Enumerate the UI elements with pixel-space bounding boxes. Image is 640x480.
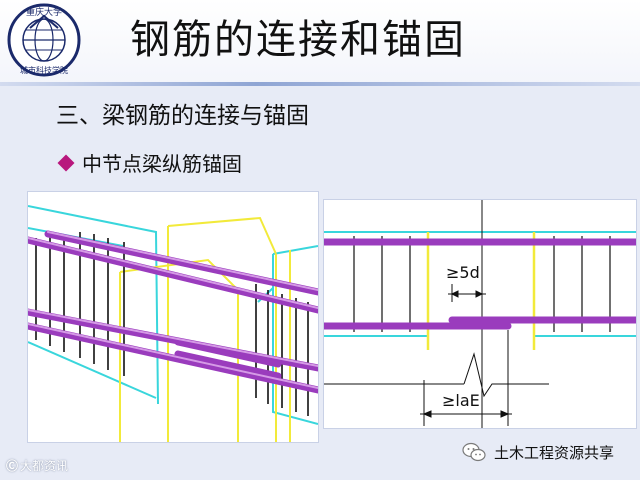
rebar-bars xyxy=(324,238,636,330)
wechat-icon xyxy=(462,442,486,462)
watermark-right-text: 土木工程资源共享 xyxy=(494,444,615,462)
logo-text-top: 重庆大学 xyxy=(26,6,62,18)
rebar-3d-drawing xyxy=(28,205,318,442)
watermark-right: 土木工程资源共享 xyxy=(462,440,638,466)
university-logo: 重庆大学 城市科技学院 xyxy=(7,3,81,77)
label-lae: ≥laE xyxy=(442,391,480,410)
anchorage-detail-drawing: ≥5d ≥laE xyxy=(324,200,636,428)
beam-outline-lines xyxy=(28,205,318,425)
dimension-5d xyxy=(448,284,486,302)
rebar-highlights xyxy=(28,231,318,389)
column-outline-lines xyxy=(426,232,536,350)
anchorage-detail-diagram: ≥5d ≥laE xyxy=(324,200,636,428)
watermark-left-text: 大都资讯 xyxy=(20,459,69,473)
bullet-text: 中节点梁纵筋锚固 xyxy=(82,152,242,176)
rebar-3d-diagram xyxy=(28,192,318,442)
weibo-icon: Ⓒ xyxy=(6,459,19,473)
beam-outline-lines xyxy=(324,231,636,337)
rebar-bars xyxy=(28,230,318,394)
dimension-lae xyxy=(324,330,549,426)
stirrup-lines xyxy=(353,236,611,332)
label-5d: ≥5d xyxy=(446,263,480,282)
diamond-icon xyxy=(57,154,75,172)
slide-title: 钢筋的连接和锚固 xyxy=(130,17,466,63)
slide-subtitle: 三、梁钢筋的连接与锚固 xyxy=(56,103,309,129)
slide-header: 重庆大学 城市科技学院 钢筋的连接和锚固 xyxy=(0,0,640,84)
header-divider xyxy=(0,82,640,86)
logo-text-bottom: 城市科技学院 xyxy=(20,65,68,75)
